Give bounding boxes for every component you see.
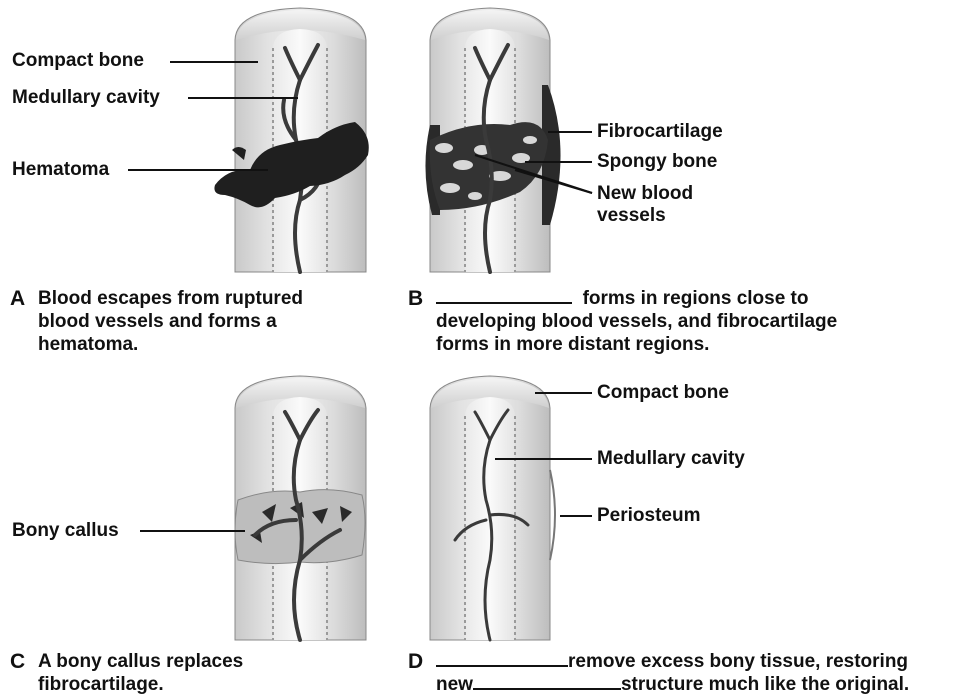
- caption-d-line: new structure much like the original.: [436, 673, 909, 696]
- label-d-compact-bone: Compact bone: [597, 382, 729, 404]
- caption-d-blank-1: [436, 650, 568, 667]
- label-b-new-blood-vessels-line1: New blood: [597, 183, 693, 205]
- caption-c: C A bony callus replaces fibrocartilage.: [10, 650, 243, 696]
- caption-c-line: A bony callus replaces: [38, 650, 243, 673]
- bone-panel-c: [235, 376, 366, 640]
- caption-d-line2-prefix: new: [436, 674, 473, 695]
- caption-c-letter: C: [10, 650, 25, 673]
- caption-d-line1-text: remove excess bony tissue, restoring: [568, 651, 908, 672]
- caption-b-letter: B: [408, 287, 423, 310]
- caption-d-blank-2: [473, 673, 621, 690]
- caption-b-line: forms in more distant regions.: [436, 333, 837, 356]
- caption-d: D remove excess bony tissue, restoring n…: [408, 650, 909, 696]
- caption-d-letter: D: [408, 650, 423, 673]
- label-b-new-blood-vessels-line2: vessels: [597, 205, 693, 227]
- label-b-fibrocartilage: Fibrocartilage: [597, 121, 723, 143]
- caption-d-line: remove excess bony tissue, restoring: [436, 650, 909, 673]
- label-a-hematoma: Hematoma: [12, 159, 109, 181]
- label-a-medullary-cavity: Medullary cavity: [12, 87, 160, 109]
- caption-b: B forms in regions close to developing b…: [408, 287, 837, 356]
- caption-a-line: Blood escapes from ruptured: [38, 287, 303, 310]
- caption-a: A Blood escapes from ruptured blood vess…: [10, 287, 303, 356]
- caption-a-line: hematoma.: [38, 333, 303, 356]
- bone-panel-d: [430, 376, 555, 640]
- caption-b-line: forms in regions close to: [436, 287, 837, 310]
- label-d-periosteum: Periosteum: [597, 505, 700, 527]
- bone-panel-a: [214, 8, 368, 272]
- caption-d-line2-text: structure much like the original.: [621, 674, 909, 695]
- caption-c-line: fibrocartilage.: [38, 673, 243, 696]
- label-b-spongy-bone: Spongy bone: [597, 151, 717, 173]
- caption-b-line1-text: forms in regions close to: [583, 288, 809, 309]
- caption-b-blank: [436, 287, 572, 304]
- label-c-bony-callus: Bony callus: [12, 520, 119, 542]
- label-b-new-blood-vessels: New blood vessels: [597, 183, 693, 227]
- label-a-compact-bone: Compact bone: [12, 50, 144, 72]
- caption-a-letter: A: [10, 287, 25, 310]
- bone-panel-b: [425, 8, 560, 272]
- caption-a-line: blood vessels and forms a: [38, 310, 303, 333]
- caption-b-line: developing blood vessels, and fibrocarti…: [436, 310, 837, 333]
- label-d-medullary-cavity: Medullary cavity: [597, 448, 745, 470]
